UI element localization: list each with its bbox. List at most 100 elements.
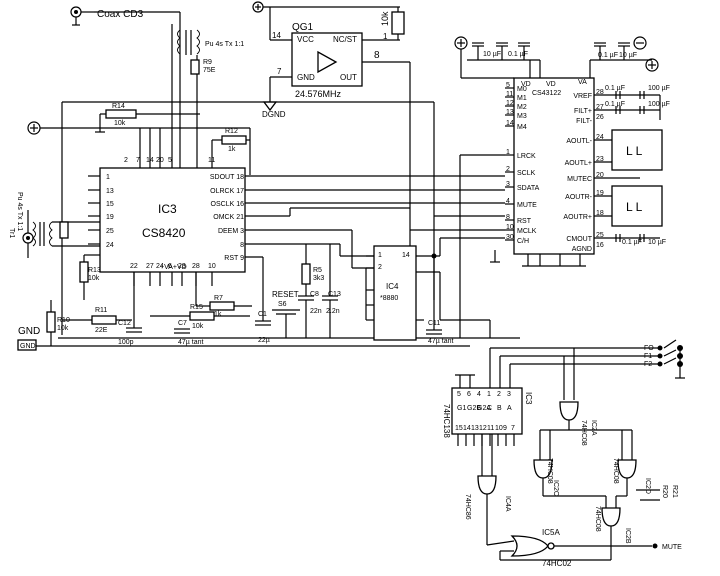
svg-text:VD: VD (546, 81, 556, 88)
svg-text:S6: S6 (278, 301, 287, 308)
pin-number: 9 (503, 425, 507, 432)
svg-text:2: 2 (378, 264, 382, 271)
pin-number: 11 (487, 425, 494, 432)
capacitor-c1: C1 22µ (255, 270, 271, 344)
pin-label: 23 (178, 263, 186, 270)
svg-text:0.1 µF: 0.1 µF (605, 85, 625, 92)
svg-text:10k: 10k (114, 120, 126, 127)
pin-label: VREF (573, 93, 592, 100)
svg-text:10 µF: 10 µF (648, 239, 666, 246)
pin-number: 13 (506, 109, 514, 116)
pin-label: 24 (106, 242, 114, 249)
svg-text:74HC86: 74HC86 (464, 494, 471, 520)
svg-text:100 µF: 100 µF (648, 85, 670, 92)
svg-text:C8: C8 (310, 291, 319, 298)
svg-text:IC2B: IC2B (624, 528, 631, 544)
pin-label: AOUTR- (565, 194, 593, 201)
svg-text:14: 14 (272, 31, 281, 40)
transformer-tr1-top: Pu 4s Tx 1:1 R9 75E (177, 29, 244, 170)
svg-text:8: 8 (374, 50, 380, 61)
svg-text:IC4A: IC4A (504, 496, 511, 512)
pin-label: G1 (457, 405, 466, 412)
pin-number: 16 (596, 242, 604, 249)
svg-text:74HC08: 74HC08 (580, 420, 587, 446)
pin-label: SDOUT 18 (210, 174, 244, 181)
reset-switch-s6[interactable]: RESET S6 (272, 290, 300, 338)
capacitor-c8: C8 22n (298, 291, 322, 315)
svg-text:10k: 10k (380, 11, 390, 26)
pin-label: AOUTL+ (565, 160, 592, 167)
pin-number: 14 (506, 120, 514, 127)
capacitor-c12: C12 100p (118, 272, 142, 346)
pin-label: OLRCK 17 (210, 188, 244, 195)
resistor-r7: R7 1k (195, 272, 252, 318)
pin-label: RST (517, 218, 532, 225)
svg-text:0.1 µF: 0.1 µF (508, 51, 528, 58)
capacitor-c7: C7 47µ tant (174, 320, 203, 346)
svg-text:VA: VA (578, 79, 587, 86)
pin-label: G2A (477, 405, 491, 412)
pin-label: G2B (467, 405, 481, 412)
pin-label: M3 (517, 113, 527, 120)
svg-text:0.1 µF: 0.1 µF (622, 239, 642, 246)
pin-label: 19 (106, 214, 114, 221)
svg-text:IC4: IC4 (386, 282, 399, 291)
svg-text:QG1: QG1 (292, 22, 314, 33)
svg-text:22µ: 22µ (258, 337, 270, 344)
cs8420-label: CS8420 (142, 226, 186, 240)
pin-label: SCLK (517, 170, 536, 177)
svg-text:R20: R20 (661, 485, 668, 498)
svg-text:OUT: OUT (340, 73, 357, 82)
svg-text:10 µF: 10 µF (483, 51, 501, 58)
svg-text:IC3: IC3 (524, 392, 533, 405)
svg-text:14: 14 (402, 252, 410, 259)
pin-number: 18 (596, 210, 604, 217)
svg-text:C13: C13 (328, 291, 341, 298)
svg-text:1k: 1k (214, 311, 222, 318)
svg-text:IC2C: IC2C (552, 480, 559, 496)
pin-number: 14 (463, 425, 471, 432)
pin-number: 25 (596, 232, 604, 239)
pin-number: 4 (477, 391, 481, 398)
svg-text:R15: R15 (190, 304, 203, 311)
svg-text:74HC138: 74HC138 (442, 404, 451, 438)
pin-number: 24 (596, 134, 604, 141)
svg-text:47µ tant: 47µ tant (178, 339, 203, 346)
cs43122-label: CS43122 (532, 90, 561, 97)
pin-label: 1 (106, 174, 110, 181)
gate-ic2a: IC2A 74HC08 (559, 401, 597, 446)
crystal-oscillator-qg1: QG1 VCC NC/ST GND OUT 14 7 1 8 10k 24.57… (252, 1, 411, 290)
pin-number: 12 (479, 425, 487, 432)
svg-text:NC/ST: NC/ST (333, 35, 357, 44)
svg-text:75E: 75E (203, 67, 216, 74)
svg-text:47µ tant: 47µ tant (428, 338, 453, 345)
pin-label: FILT+ (574, 108, 592, 115)
svg-text:IC2A: IC2A (590, 420, 597, 436)
frequency-select-switches[interactable]: FO F1 F2 (490, 339, 685, 379)
pin-number: 1 (506, 149, 510, 156)
pin-number: 6 (467, 391, 471, 398)
svg-text:R9: R9 (203, 59, 212, 66)
pin-label: LRCK (517, 153, 536, 160)
resistor-r13: R13 10k (79, 254, 101, 300)
svg-text:R5: R5 (313, 267, 322, 274)
svg-text:10k: 10k (88, 275, 100, 282)
pin-number: 2 (497, 391, 501, 398)
outputs-r20-r21: R20 R21 (636, 485, 678, 501)
svg-text:22E: 22E (95, 327, 108, 334)
pin-label: OMCK 21 (213, 214, 244, 221)
svg-text:74HC08: 74HC08 (546, 458, 553, 484)
pin-label: MCLK (517, 228, 537, 235)
pin-label: 10 (208, 263, 216, 270)
pin-number: 10 (506, 224, 514, 231)
pin-label: 24 (156, 263, 164, 270)
pin-label: 6 (168, 263, 172, 270)
gate-mute: IC5A 74HC02 MUTE (486, 528, 682, 568)
pin-label: C (487, 405, 492, 412)
svg-text:0.1 µF: 0.1 µF (598, 52, 618, 59)
resistor-r5: R5 3k3 (301, 244, 324, 296)
resistor-r11: R11 22E (62, 307, 132, 334)
ic3-label: IC3 (158, 202, 177, 216)
pin-number: 7 (511, 425, 515, 432)
